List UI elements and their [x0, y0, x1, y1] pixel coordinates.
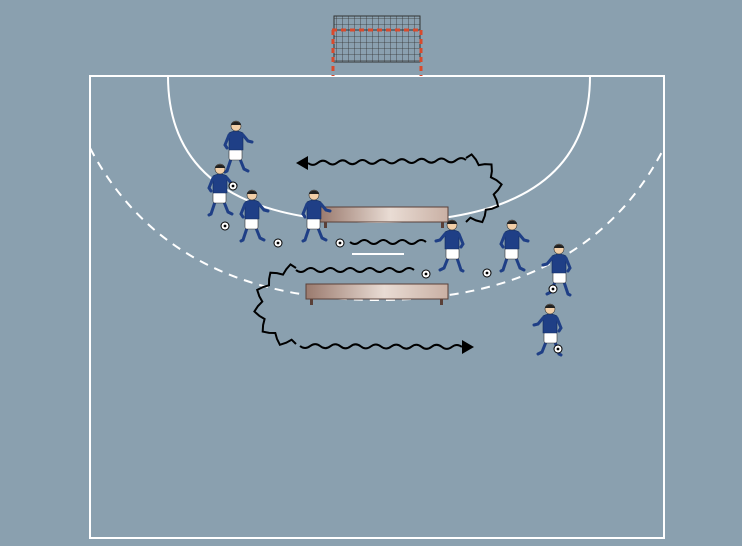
ball-icon [554, 345, 562, 353]
bench-icon [306, 284, 448, 299]
ball-icon [483, 269, 491, 277]
ball-icon [221, 222, 229, 230]
ball-icon [274, 239, 282, 247]
ball-icon [336, 239, 344, 247]
ball-icon [549, 285, 557, 293]
ball-icon [229, 182, 237, 190]
ball-icon [422, 270, 430, 278]
bench-icon [320, 207, 448, 222]
goal-net-icon [334, 16, 420, 62]
